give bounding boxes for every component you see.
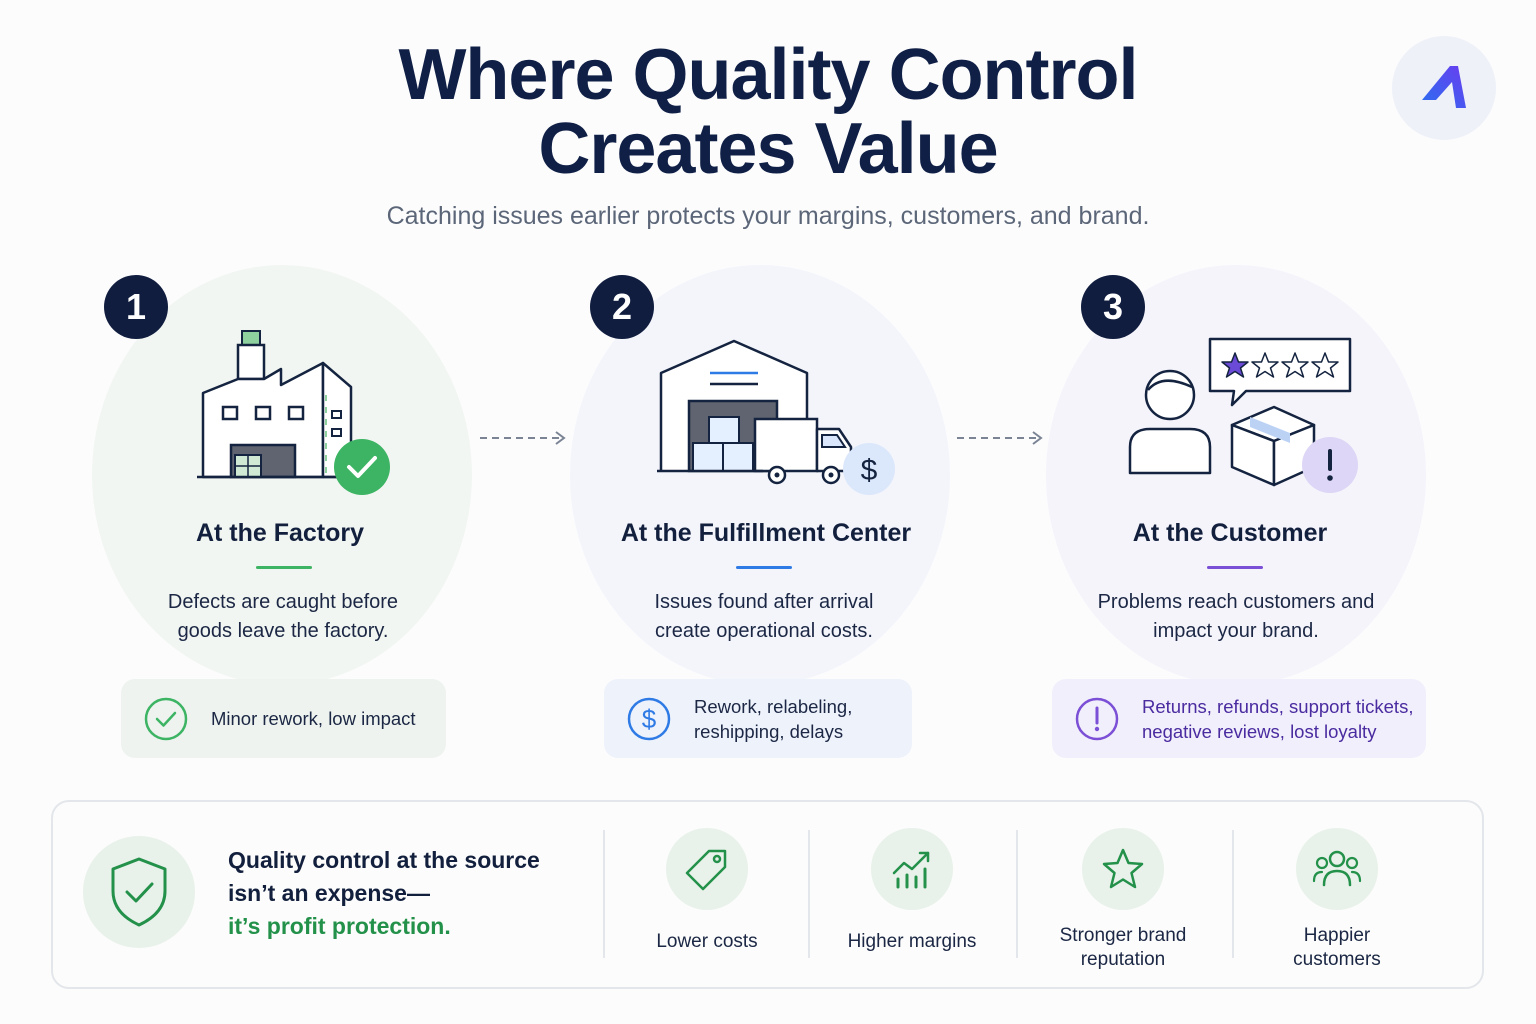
impact-pill-fulfillment: $ Rework, relabeling, reshipping, delays: [604, 679, 912, 758]
benefit-label: Stronger brand reputation: [1023, 924, 1223, 972]
benefit-label-line: customers: [1293, 949, 1381, 970]
impact-text-fulfillment: Rework, relabeling, reshipping, delays: [694, 694, 852, 744]
benefit-lower-costs: Lower costs: [607, 828, 807, 954]
page-subtitle: Catching issues earlier protects your ma…: [386, 202, 1150, 230]
benefit-label-line: Happier: [1303, 925, 1371, 946]
stage-title-fulfillment: At the Fulfillment Center: [620, 519, 912, 547]
divider: [808, 830, 810, 958]
benefit-label: Higher margins: [812, 930, 1012, 954]
shield-check-icon: [111, 857, 167, 927]
stage-desc-line: impact your brand.: [1153, 620, 1319, 642]
divider: [1232, 830, 1234, 958]
benefit-label-line: Lower costs: [656, 931, 758, 952]
benefit-higher-margins: Higher margins: [812, 828, 1012, 954]
divider: [603, 830, 605, 958]
stage-title-customer: At the Customer: [1132, 519, 1328, 547]
title-line-2: Creates Value: [538, 109, 998, 189]
impact-pill-customer: Returns, refunds, support tickets, negat…: [1052, 679, 1426, 758]
star-icon: [1102, 848, 1144, 889]
stage-desc-line: goods leave the factory.: [177, 620, 389, 642]
impact-line: Returns, refunds, support tickets,: [1142, 695, 1414, 717]
price-tag-icon: [685, 849, 727, 891]
brand-logo: [1392, 36, 1496, 140]
growth-chart-icon: [892, 851, 930, 889]
shield-badge: [83, 836, 195, 948]
svg-text:$: $: [861, 454, 878, 487]
title-line-1: Where Quality Control: [398, 35, 1138, 115]
benefit-label-line: Higher margins: [847, 931, 977, 952]
page-title: Where Quality Control Creates Value: [0, 38, 1536, 186]
stage-desc-line: Issues found after arrival: [654, 591, 874, 613]
check-circle-icon: [144, 697, 188, 740]
summary-line-1: Quality control at the source: [228, 847, 540, 873]
stage-title-factory: At the Factory: [195, 519, 365, 547]
impact-line: Rework, relabeling,: [694, 695, 853, 717]
benefit-brand-reputation: Stronger brand reputation: [1023, 828, 1223, 972]
customer-review-icon: [1128, 337, 1358, 493]
stage-desc-line: Defects are caught before: [167, 591, 399, 613]
svg-text:$: $: [642, 704, 657, 734]
benefit-label-line: Stronger brand: [1059, 925, 1187, 946]
summary-panel: [51, 800, 1484, 989]
benefit-happier-customers: Happier customers: [1237, 828, 1437, 972]
benefit-label-line: reputation: [1080, 949, 1166, 970]
flow-arrow-2-icon: [957, 431, 1043, 445]
stage-desc-fulfillment: Issues found after arrival create operat…: [554, 588, 974, 646]
stage-rule-factory: [256, 566, 312, 569]
warehouse-truck-icon: $: [657, 339, 895, 495]
impact-pill-factory: Minor rework, low impact: [121, 679, 446, 758]
impact-text-customer: Returns, refunds, support tickets, negat…: [1142, 694, 1413, 744]
stage-desc-factory: Defects are caught before goods leave th…: [73, 588, 493, 646]
alert-circle-icon: [1075, 697, 1119, 740]
step-number-3: 3: [1081, 275, 1145, 339]
impact-line: Minor rework, low impact: [211, 708, 416, 729]
impact-line: negative reviews, lost loyalty: [1142, 720, 1377, 742]
stage-desc-customer: Problems reach customers and impact your…: [1026, 588, 1446, 646]
summary-statement: Quality control at the source isn’t an e…: [228, 844, 588, 943]
impact-line: reshipping, delays: [694, 720, 844, 742]
brand-logo-icon: [1422, 66, 1466, 108]
dollar-circle-icon: $: [627, 697, 671, 740]
people-icon: [1312, 850, 1362, 887]
step-number-2: 2: [590, 275, 654, 339]
stage-desc-line: create operational costs.: [655, 620, 873, 642]
benefit-label: Happier customers: [1237, 924, 1437, 972]
step-number-1: 1: [104, 275, 168, 339]
impact-text-factory: Minor rework, low impact: [211, 706, 416, 731]
stage-desc-line: Problems reach customers and: [1097, 591, 1375, 613]
stage-rule-customer: [1207, 566, 1263, 569]
divider: [1016, 830, 1018, 958]
summary-line-3: it’s profit protection.: [228, 913, 451, 939]
benefit-label: Lower costs: [607, 930, 807, 954]
summary-line-2: isn’t an expense—: [228, 880, 430, 906]
flow-arrow-1-icon: [480, 431, 566, 445]
stage-rule-fulfillment: [736, 566, 792, 569]
factory-icon: [197, 330, 390, 495]
